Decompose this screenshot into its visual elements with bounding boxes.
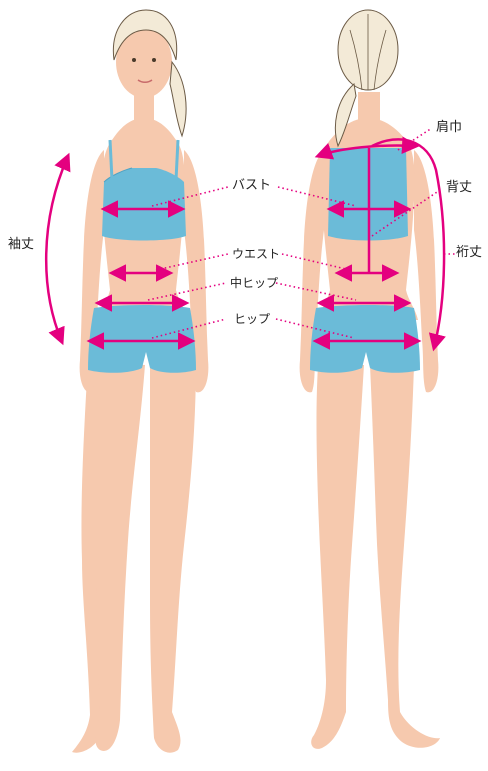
front-shorts	[88, 305, 196, 373]
back-shorts	[310, 305, 420, 373]
label-full-sleeve: 裄丈	[456, 245, 482, 261]
back-right-leg	[370, 365, 440, 748]
front-left-leg-main	[92, 360, 145, 751]
label-bust: バスト	[232, 178, 271, 194]
front-figure	[72, 10, 208, 753]
front-ponytail	[170, 62, 186, 136]
front-bra	[102, 168, 186, 241]
front-right-leg	[150, 360, 196, 753]
label-back-length: 背丈	[446, 180, 472, 196]
back-left-leg	[311, 365, 364, 749]
back-figure	[300, 10, 440, 749]
label-sleeve-length: 袖丈	[8, 237, 34, 253]
label-hip: ヒップ	[234, 311, 270, 327]
label-middle-hip: 中ヒップ	[230, 275, 278, 291]
sleeve-length-curve	[46, 156, 68, 342]
label-waist: ウエスト	[232, 246, 280, 262]
label-shoulder-width: 肩巾	[436, 120, 462, 136]
